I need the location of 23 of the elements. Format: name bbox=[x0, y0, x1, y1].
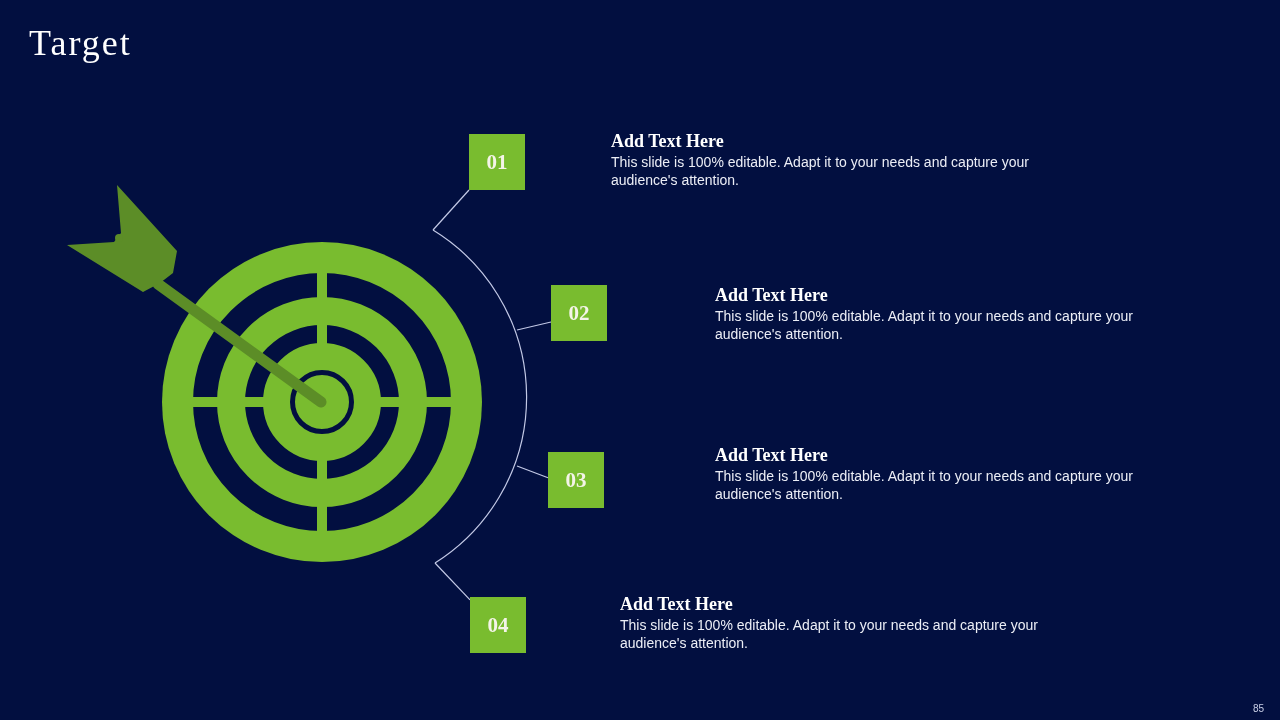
number-tile bbox=[548, 452, 604, 508]
number-tile bbox=[469, 134, 525, 190]
step-number: 02 bbox=[568, 302, 590, 324]
step-number: 04 bbox=[487, 614, 509, 636]
item-heading: Add Text Here bbox=[611, 130, 724, 153]
bracket-arc bbox=[431, 228, 529, 565]
item-description: This slide is 100% editable. Adapt it to your needs and capture your audience's attention. bbox=[715, 467, 1134, 503]
item-description: This slide is 100% editable. Adapt it to your needs and capture your audience's attention. bbox=[611, 153, 1030, 189]
number-tile bbox=[470, 597, 526, 653]
connector-line bbox=[434, 562, 471, 601]
connector-line bbox=[516, 465, 549, 479]
step-number: 03 bbox=[565, 469, 587, 491]
connector-line bbox=[516, 321, 552, 331]
item-heading: Add Text Here bbox=[715, 444, 828, 467]
item-heading: Add Text Here bbox=[715, 284, 828, 307]
item-heading: Add Text Here bbox=[620, 593, 733, 616]
item-description: This slide is 100% editable. Adapt it to your needs and capture your audience's attention. bbox=[620, 616, 1039, 652]
slide-title: Target bbox=[29, 22, 132, 64]
step-number: 01 bbox=[486, 151, 508, 173]
number-tile bbox=[551, 285, 607, 341]
item-description: This slide is 100% editable. Adapt it to your needs and capture your audience's attention. bbox=[715, 307, 1134, 343]
page-number: 85 bbox=[1252, 703, 1264, 715]
connector-line bbox=[432, 189, 470, 231]
